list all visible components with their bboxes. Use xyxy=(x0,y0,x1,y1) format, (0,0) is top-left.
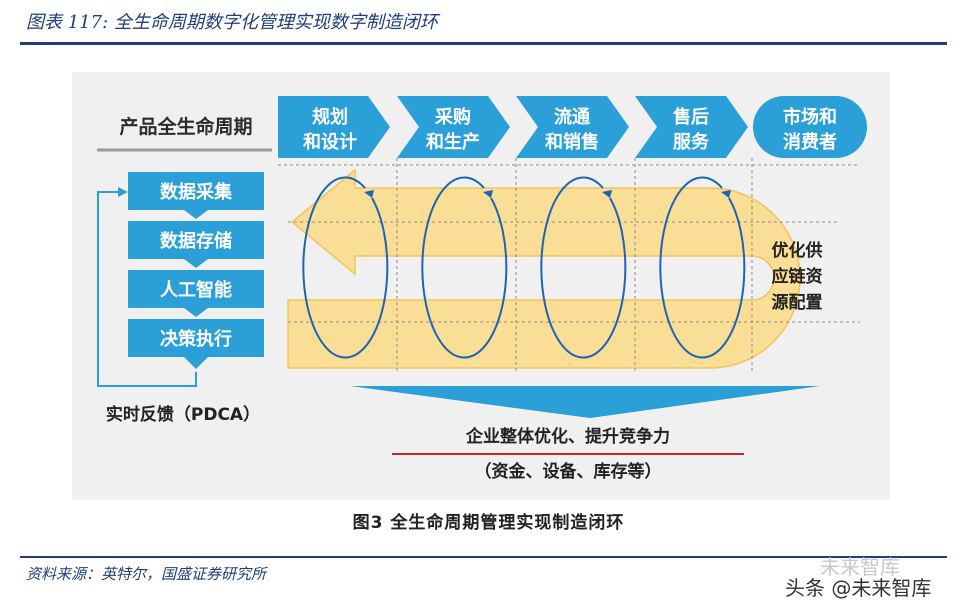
stage-planning: 规划 和设计 xyxy=(278,96,390,158)
loop-1-arrowhead xyxy=(364,190,374,198)
outcome-subtitle: （资金、设备、库存等） xyxy=(475,461,662,482)
header-rule xyxy=(20,42,947,45)
loop-2-arrowhead xyxy=(483,190,493,198)
stage-procurement: 采购 和生产 xyxy=(397,96,510,158)
stage-procurement-line1: 采购 xyxy=(434,106,471,128)
stage-aftersales-line2: 服务 xyxy=(673,131,710,153)
loop-4-arrowhead xyxy=(721,190,731,198)
loop-arrow xyxy=(287,168,801,369)
optimize-line3: 源配置 xyxy=(772,292,823,313)
pdca-step-ai-label: 人工智能 xyxy=(160,279,232,301)
figure-title: 图表 117: 全生命周期数字化管理实现数字制造闭环 xyxy=(26,12,438,33)
stage-aftersales: 售后 服务 xyxy=(635,96,748,158)
stage-market-line1: 市场和 xyxy=(783,106,837,128)
stage-market: 市场和 消费者 xyxy=(753,96,867,158)
pdca-step-collect-label: 数据采集 xyxy=(160,181,233,203)
loop-3 xyxy=(540,176,627,359)
pdca-step-ai: 人工智能 xyxy=(128,270,264,317)
loop-4 xyxy=(659,176,746,359)
optimize-line1: 优化供 xyxy=(772,240,823,261)
outcome-title: 企业整体优化、提升竞争力 xyxy=(465,426,670,447)
loop-3-arrowhead xyxy=(602,190,612,198)
optimize-line2: 应链资 xyxy=(772,266,823,287)
pdca-step-store: 数据存储 xyxy=(128,221,264,268)
iteration-loops xyxy=(302,176,746,359)
pdca-step-store-label: 数据存储 xyxy=(160,230,232,252)
source-note: 资料来源：英特尔，国盛证券研究所 xyxy=(26,565,267,583)
stage-procurement-line2: 和生产 xyxy=(426,131,480,153)
footer-rule xyxy=(20,556,947,558)
stage-aftersales-line1: 售后 xyxy=(673,106,709,128)
feedback-label: 实时反馈（PDCA） xyxy=(106,404,260,425)
figure-caption: 图3 全生命周期管理实现制造闭环 xyxy=(352,513,625,533)
outcome-triangle xyxy=(350,386,820,418)
lifecycle-title: 产品全生命周期 xyxy=(119,115,252,138)
stage-distribution: 流通 和销售 xyxy=(516,96,629,158)
stage-planning-line2: 和设计 xyxy=(303,131,357,153)
pdca-step-execute-label: 决策执行 xyxy=(160,328,232,350)
pdca-step-collect: 数据采集 xyxy=(128,172,264,219)
watermark-logo-text: 未来智库 xyxy=(820,555,900,579)
feedback-connector xyxy=(97,191,197,387)
guide-lines xyxy=(278,158,860,372)
stage-market-line2: 消费者 xyxy=(783,131,837,153)
stage-distribution-line2: 和销售 xyxy=(545,131,599,153)
stage-planning-line1: 规划 xyxy=(312,106,348,128)
feedback-arrowhead xyxy=(118,187,128,197)
pdca-step-execute: 决策执行 xyxy=(128,319,264,369)
stage-distribution-line1: 流通 xyxy=(554,106,590,128)
loop-1 xyxy=(302,176,389,359)
loop-2 xyxy=(421,176,508,359)
watermark-handle: 头条 @未来智库 xyxy=(785,576,932,600)
